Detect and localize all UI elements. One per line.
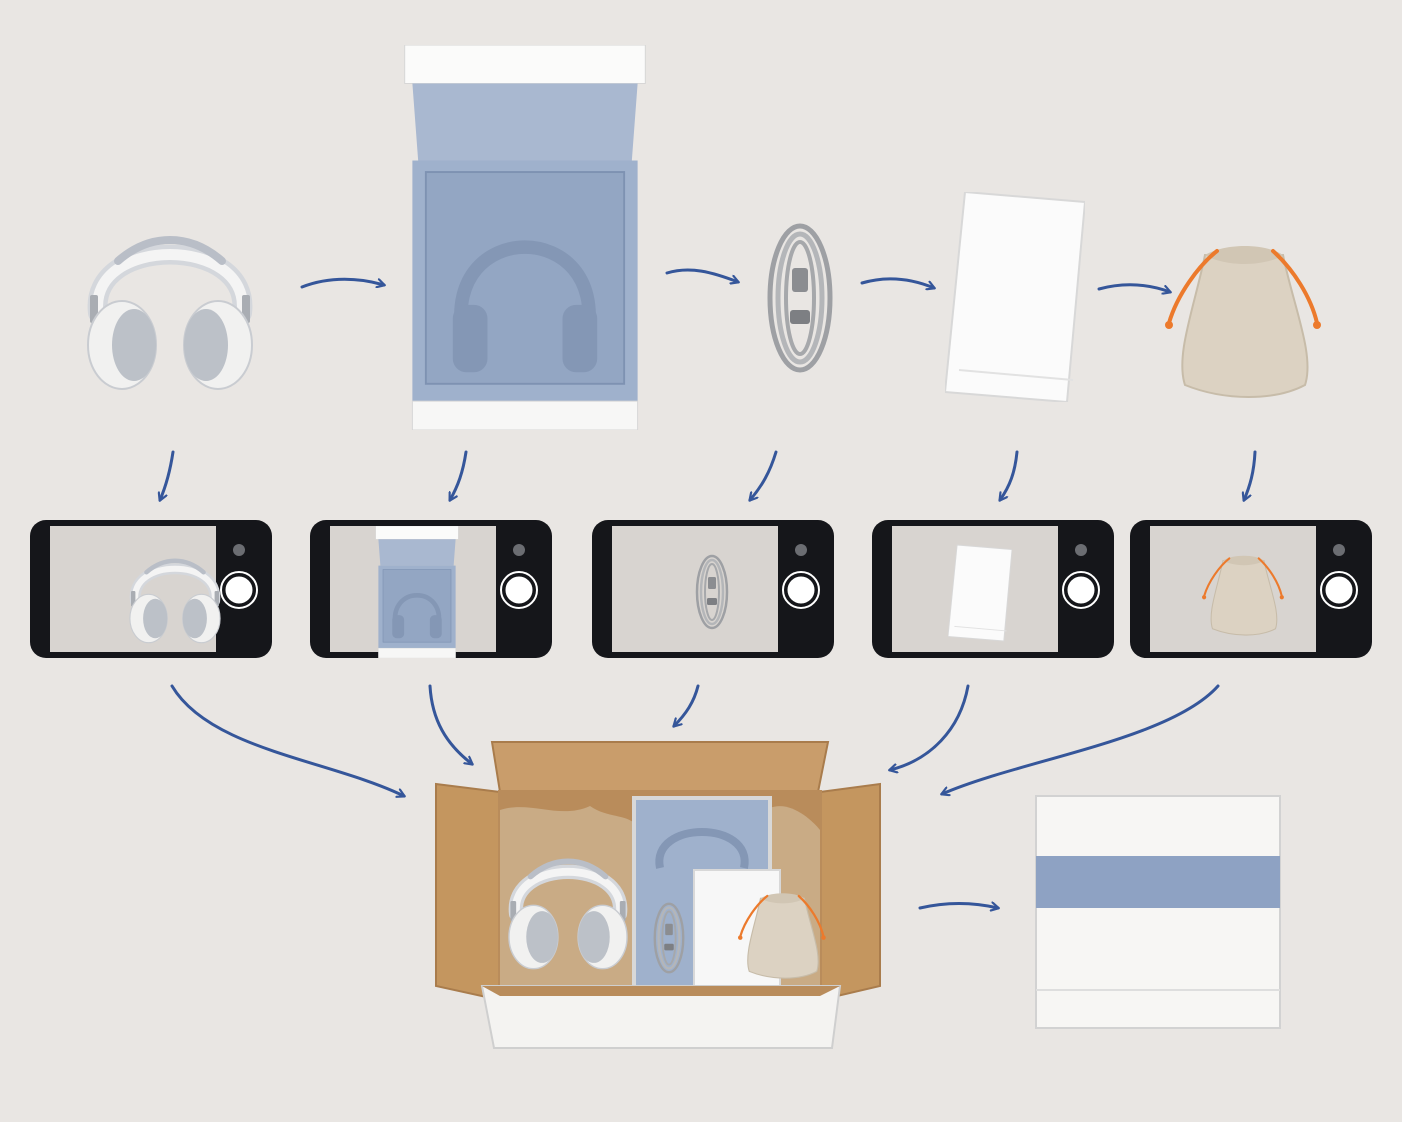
arrow-icon	[448, 450, 468, 500]
final-arrow	[918, 904, 998, 909]
camera-viewfinder	[612, 526, 778, 652]
phone-capture-pouch	[1130, 520, 1372, 658]
gift-box-preview-icon	[376, 526, 459, 658]
phone-capture-manual	[872, 520, 1114, 658]
drawstring-pouch-icon	[1165, 244, 1323, 399]
arrow-icon	[160, 450, 175, 500]
arrow-icon	[890, 684, 970, 770]
camera-lens-icon	[1333, 544, 1345, 556]
shutter-button[interactable]	[1322, 573, 1356, 607]
camera-lens-icon	[233, 544, 245, 556]
down-arrows	[160, 450, 1257, 500]
camera-lens-icon	[513, 544, 525, 556]
shutter-button[interactable]	[784, 573, 818, 607]
arrow-icon	[1000, 450, 1019, 500]
arrow-icon	[665, 268, 738, 282]
phone-row	[30, 520, 1372, 658]
open-box-icon	[405, 45, 646, 430]
arrow-icon	[300, 277, 384, 289]
arrow-icon	[750, 450, 778, 500]
shutter-ring	[1320, 571, 1358, 609]
converging-arrows	[170, 684, 1220, 796]
shutter-ring	[220, 571, 258, 609]
arrow-icon	[674, 684, 700, 726]
cardboard-box-icon	[435, 741, 881, 1049]
camera-lens-icon	[1075, 544, 1087, 556]
booklet-icon	[945, 192, 1085, 402]
sealed-box-icon	[1035, 795, 1281, 1029]
camera-lens-icon	[795, 544, 807, 556]
arrow-icon	[860, 277, 934, 288]
headphones-icon	[88, 240, 252, 389]
shutter-ring	[782, 571, 820, 609]
arrow-icon	[918, 904, 998, 909]
phone-capture-gift-box	[310, 520, 552, 658]
arrow-icon	[1244, 450, 1257, 500]
arrow-icon	[428, 684, 472, 764]
phone-capture-cable	[592, 520, 834, 658]
phone-capture-headphones	[30, 520, 272, 658]
cable-icon	[770, 226, 830, 370]
arrow-icon	[942, 684, 1220, 794]
arrow-icon	[1097, 283, 1170, 292]
shutter-button[interactable]	[222, 573, 256, 607]
shutter-ring	[1062, 571, 1100, 609]
shutter-button[interactable]	[502, 573, 536, 607]
shutter-button[interactable]	[1064, 573, 1098, 607]
shutter-ring	[500, 571, 538, 609]
arrow-icon	[170, 684, 404, 796]
row1-arrows	[300, 268, 1170, 292]
manual-preview-icon	[948, 544, 1012, 642]
